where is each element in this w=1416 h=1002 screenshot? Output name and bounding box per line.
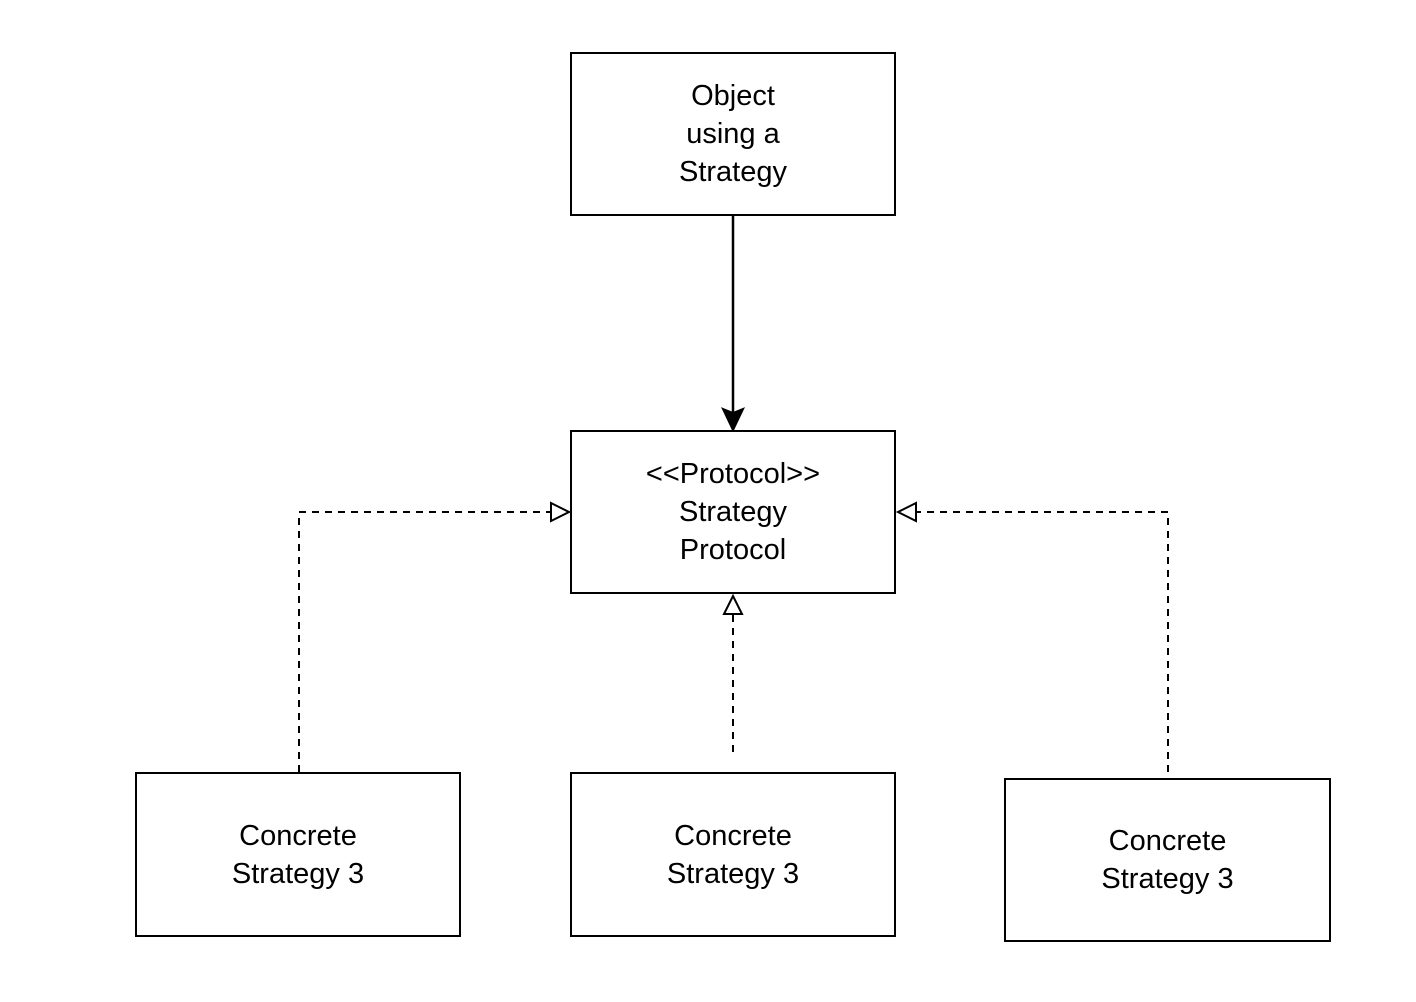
node-label-line: Concrete <box>239 819 357 852</box>
node-label-line: Protocol <box>679 534 787 566</box>
node-label-line: Strategy 3 <box>231 857 365 890</box>
node-label-line: Object <box>691 80 775 112</box>
edge-context-to-protocol-arrowhead <box>720 407 746 433</box>
edge-left-to-protocol <box>298 511 551 772</box>
edge-right-to-protocol <box>916 511 1169 772</box>
node-concrete-strategy-middle: Concrete Strategy 3 <box>570 772 896 937</box>
node-label-line: Strategy <box>679 496 787 528</box>
edge-middle-to-protocol-arrowhead <box>722 593 744 615</box>
node-strategy-protocol: <<Protocol>> Strategy Protocol <box>570 430 896 594</box>
node-concrete-strategy-right: Concrete Strategy 3 <box>1004 778 1331 942</box>
edge-left-to-protocol-arrowhead <box>550 501 572 523</box>
node-stereotype: <<Protocol>> <box>645 458 821 490</box>
node-label-line: Concrete <box>1108 825 1227 857</box>
node-label-line: Concrete <box>674 819 792 852</box>
node-label-line: Strategy 3 <box>1101 863 1234 895</box>
node-label-line: using a <box>686 118 780 150</box>
node-object-using-strategy: Object using a Strategy <box>570 52 896 216</box>
edge-right-to-protocol-arrowhead <box>895 501 917 523</box>
node-label-line: Strategy <box>679 156 787 188</box>
node-label-line: Strategy 3 <box>666 857 800 890</box>
node-concrete-strategy-left: Concrete Strategy 3 <box>135 772 461 937</box>
